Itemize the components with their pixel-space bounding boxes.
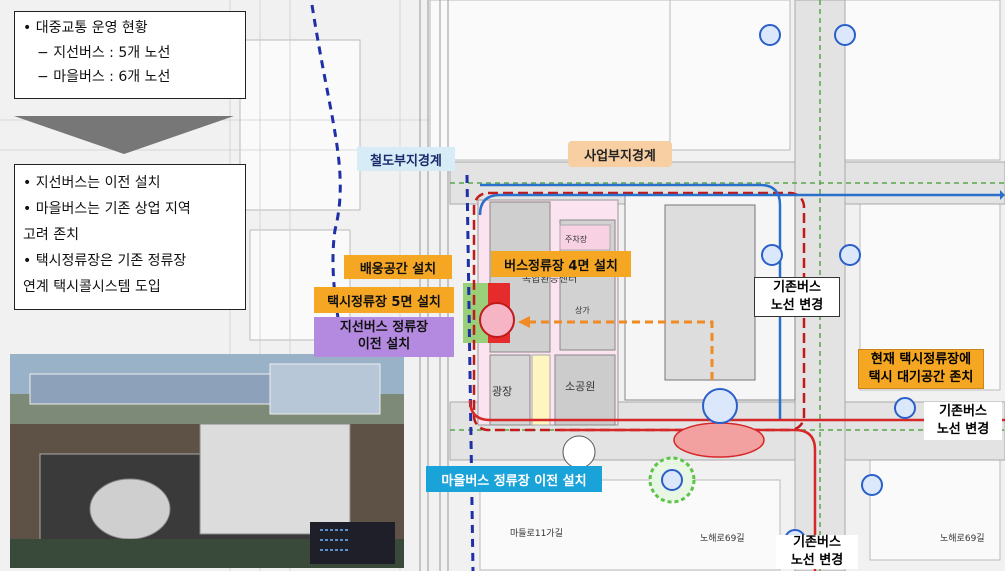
- village-bus-stop-label: 마을버스 정류장 이전 설치: [426, 466, 602, 492]
- taxi-waiting-label: 현재 택시정류장에 택시 대기공간 존치: [858, 349, 984, 389]
- plan-summary-box: • 지선버스는 이전 설치 • 마을버스는 기존 상업 지역 고려 존치 • 택…: [14, 164, 246, 310]
- map-parking: 주차장: [565, 234, 588, 244]
- branch-bus-count: 지선버스 : 5개 노선: [53, 44, 171, 61]
- existing-bus-route-label-1: 기존버스 노선 변경: [754, 277, 840, 317]
- bullet-icon: •: [23, 175, 36, 191]
- map-road-b: 노해로69길: [700, 533, 745, 544]
- bullet-icon: •: [23, 252, 36, 269]
- loading-space-label: 배웅공간 설치: [344, 255, 452, 279]
- map-small-park: 소공원: [565, 380, 595, 393]
- summary-item-taxi-cont: 연계 택시콜시스템 도입: [23, 278, 161, 295]
- existing-bus-route-label-2: 기존버스 노선 변경: [924, 402, 1002, 440]
- transit-status-box: • 대중교통 운영 현황 − 지선버스 : 5개 노선 − 마을버스 : 6개 …: [14, 11, 246, 99]
- bullet-icon: •: [23, 200, 36, 217]
- village-bus-count: 마을버스 : 6개 노선: [53, 69, 171, 85]
- map-shops: 상가: [575, 305, 590, 315]
- summary-item-branch-bus: 지선버스는 이전 설치: [35, 175, 161, 191]
- bullet-icon: •: [23, 20, 36, 36]
- summary-item-village-bus-cont: 고려 존치: [23, 226, 79, 243]
- rail-boundary-label: 철도부지경계: [357, 147, 455, 171]
- branch-bus-stop-label: 지선버스 정류장 이전 설치: [314, 317, 454, 357]
- summary-item-village-bus: 마을버스는 기존 상업 지역: [35, 200, 191, 217]
- existing-bus-route-label-3: 기존버스 노선 변경: [776, 535, 858, 569]
- map-road-c: 노해로69길: [940, 533, 985, 544]
- map-road-a: 마들로11가길: [510, 528, 563, 539]
- down-arrow-icon: [14, 116, 234, 154]
- transit-status-title: 대중교통 운영 현황: [35, 20, 148, 36]
- map-plaza: 광장: [492, 385, 512, 398]
- bus-stop-label: 버스정류장 4면 설치: [491, 251, 631, 277]
- project-boundary-label: 사업부지경계: [568, 141, 672, 167]
- station-3d-inset: [10, 354, 404, 568]
- taxi-stand-label: 택시정류장 5면 설치: [314, 287, 454, 313]
- summary-item-taxi: 택시정류장은 기존 정류장: [35, 252, 187, 269]
